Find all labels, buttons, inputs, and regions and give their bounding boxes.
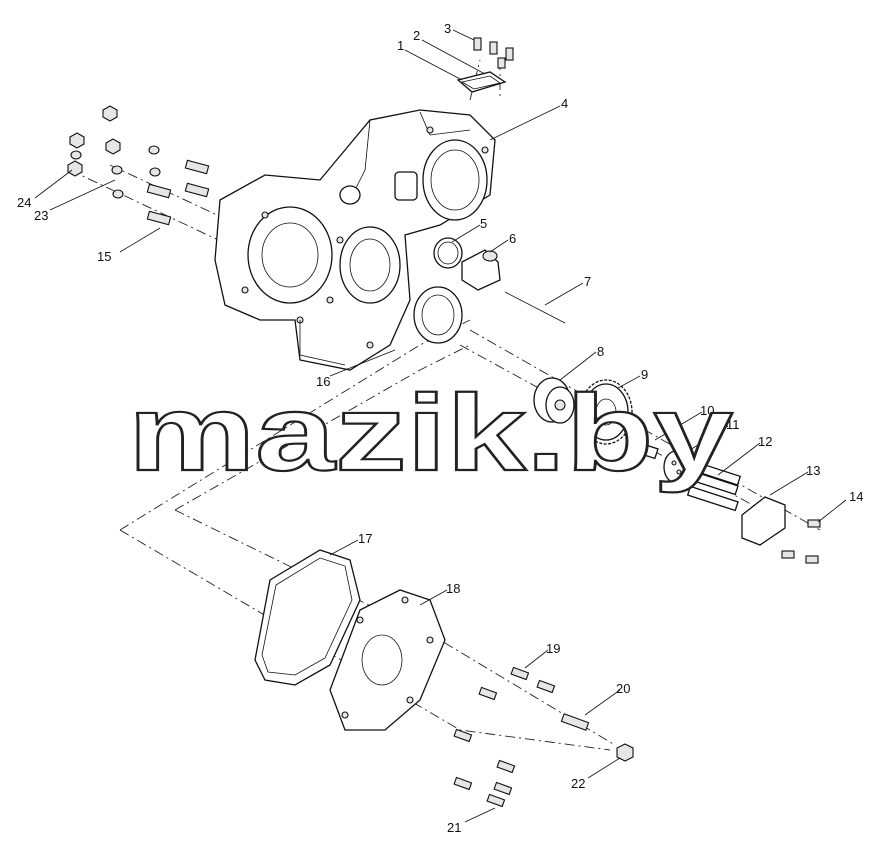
left-fasteners — [67, 105, 210, 226]
callout-4: 4 — [561, 96, 568, 111]
leader-lines — [34, 29, 847, 823]
shaft-part-10 — [631, 440, 659, 460]
callout-8: 8 — [597, 344, 604, 359]
callout-21: 21 — [447, 820, 461, 835]
timing-case-housing — [214, 109, 496, 371]
callout-15: 15 — [97, 249, 111, 264]
callout-11: 11 — [726, 417, 740, 432]
bolts-part-12 — [686, 463, 742, 512]
bolts-part-14 — [781, 519, 821, 564]
adapter-part-6 — [461, 249, 501, 291]
callout-16: 16 — [316, 374, 330, 389]
callout-9: 9 — [641, 367, 648, 382]
cap-part-13 — [741, 496, 786, 546]
callout-13: 13 — [806, 463, 820, 478]
callout-6: 6 — [509, 231, 516, 246]
watermark: mazik.by — [128, 372, 733, 493]
callout-14: 14 — [849, 489, 863, 504]
callout-2: 2 — [413, 28, 420, 43]
callout-labels: 1 2 3 4 5 6 7 8 9 10 11 12 13 14 15 16 1… — [17, 21, 863, 835]
o-ring-part-5 — [433, 237, 463, 269]
stud-part-20 — [560, 713, 590, 731]
washer-part-11 — [663, 450, 689, 484]
nut-part-22 — [616, 743, 634, 762]
callout-18: 18 — [446, 581, 460, 596]
callout-1: 1 — [397, 38, 404, 53]
callout-20: 20 — [616, 681, 630, 696]
callout-24: 24 — [17, 195, 31, 210]
bolts-part-21 — [453, 728, 516, 808]
bolts-part-19 — [478, 666, 556, 701]
callout-12: 12 — [758, 434, 772, 449]
cover-part-18 — [329, 589, 446, 731]
pin-part-7 — [504, 291, 566, 324]
callout-23: 23 — [34, 208, 48, 223]
callout-5: 5 — [480, 216, 487, 231]
callout-19: 19 — [546, 641, 560, 656]
top-cover-plate — [456, 37, 514, 93]
callout-10: 10 — [700, 403, 714, 418]
callout-22: 22 — [571, 776, 585, 791]
callout-7: 7 — [584, 274, 591, 289]
callout-17: 17 — [358, 531, 372, 546]
hub-part-8 — [533, 377, 575, 424]
top-bolts — [473, 37, 514, 69]
gear-part-9 — [579, 379, 633, 445]
callout-3: 3 — [444, 21, 451, 36]
gasket-part-17 — [254, 549, 361, 686]
crank-seal — [413, 286, 463, 344]
